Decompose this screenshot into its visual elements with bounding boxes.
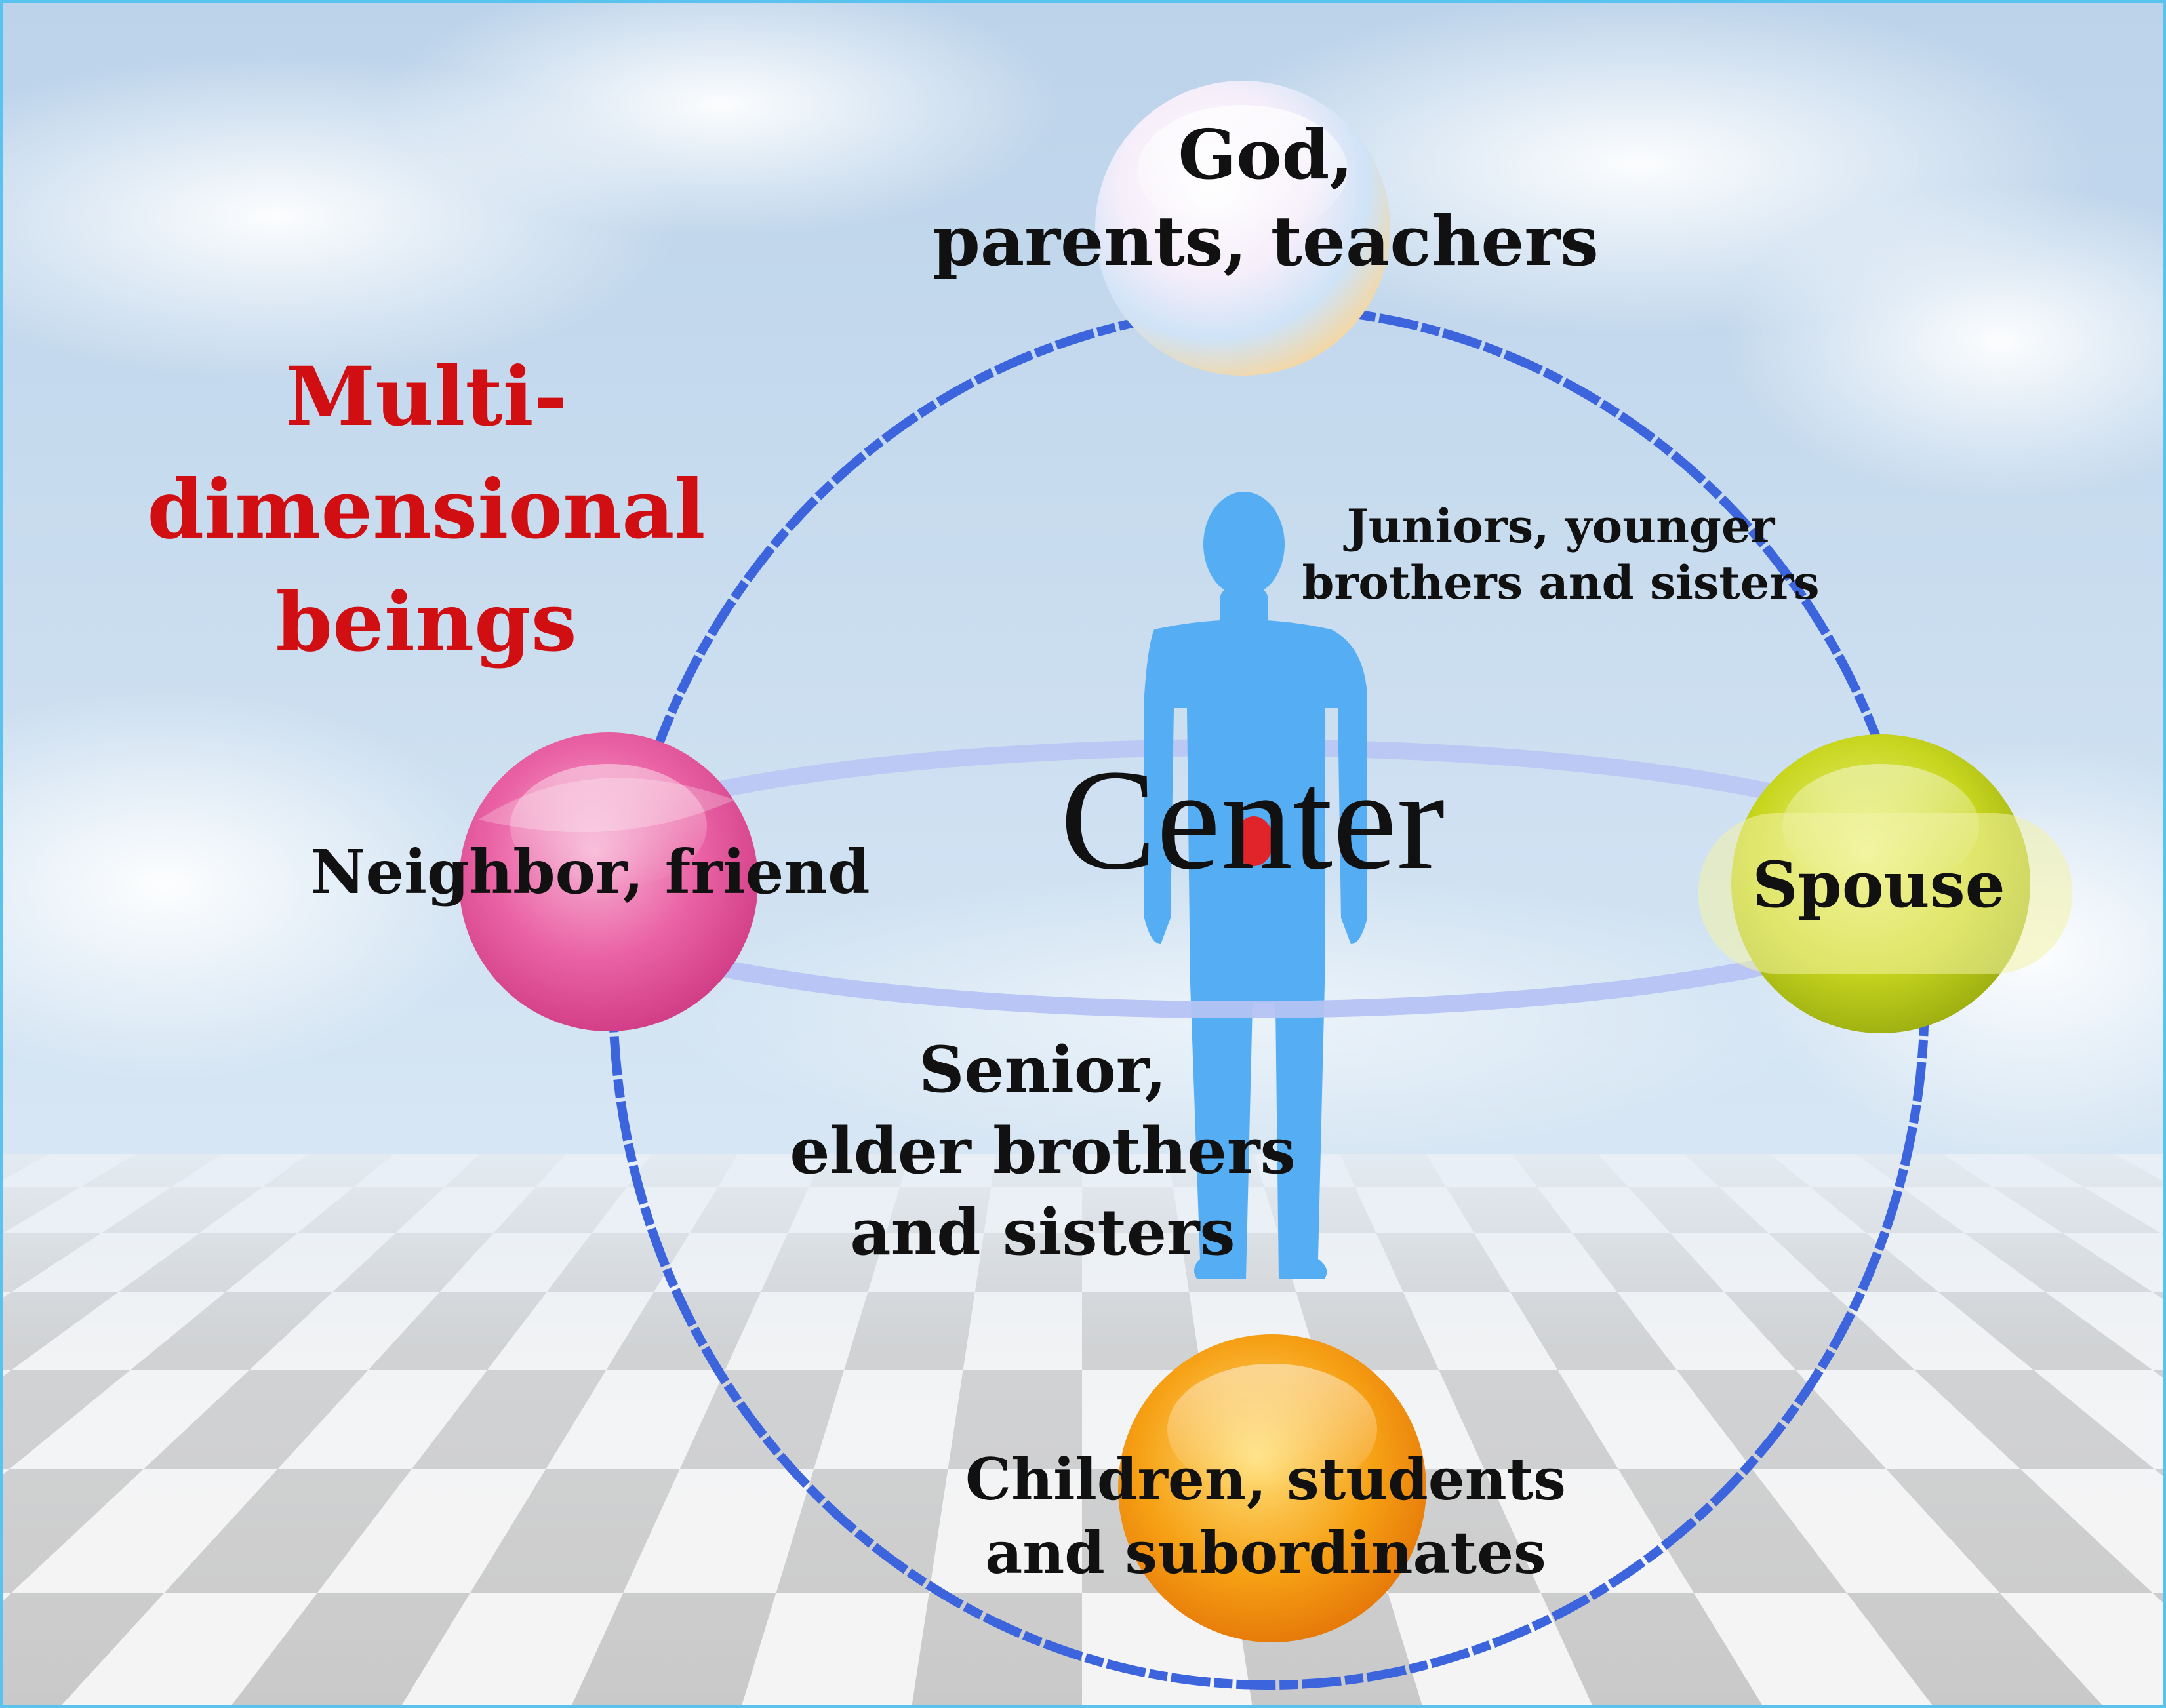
seniors-line-1: Senior, (919, 1033, 1167, 1107)
title-line-2: beings (275, 575, 577, 670)
seniors-label: Senior, elder brothers and sisters (754, 1029, 1331, 1273)
heart-mark (1234, 816, 1274, 866)
sphere-top (1095, 81, 1390, 376)
center-label: Center (1060, 740, 1445, 900)
clouds (0, 0, 2166, 1161)
node-bottom-label: Children, students and subordinates (905, 1442, 1626, 1589)
node-top-line-1: God, (1178, 114, 1354, 195)
seniors-line-2: elder brothers (790, 1114, 1296, 1188)
human-figure-icon (1144, 492, 1367, 1279)
floor-haze (0, 1154, 2166, 1708)
title-line-1: Multi-dimensional (147, 349, 706, 557)
sphere-right (1698, 734, 2072, 1033)
node-bottom-line-1: Children, students (965, 1445, 1566, 1513)
node-bottom-line-2: and subordinates (985, 1519, 1546, 1587)
seniors-line-3: and sisters (850, 1195, 1235, 1269)
node-right-label: Spouse (1752, 848, 2005, 922)
node-top-line-2: parents, teachers (933, 201, 1599, 281)
sphere-bottom (1118, 1334, 1426, 1642)
juniors-line-1: Juniors, younger (1346, 499, 1775, 553)
diagram-title: Multi-dimensional beings (7, 341, 846, 679)
sphere-left (459, 732, 758, 1031)
juniors-label: Juniors, younger brothers and sisters (1285, 498, 1836, 611)
node-top-label: God, parents, teachers (905, 111, 1626, 285)
node-left-label: Neighbor, friend (310, 837, 870, 907)
juniors-line-2: brothers and sisters (1302, 555, 1820, 610)
